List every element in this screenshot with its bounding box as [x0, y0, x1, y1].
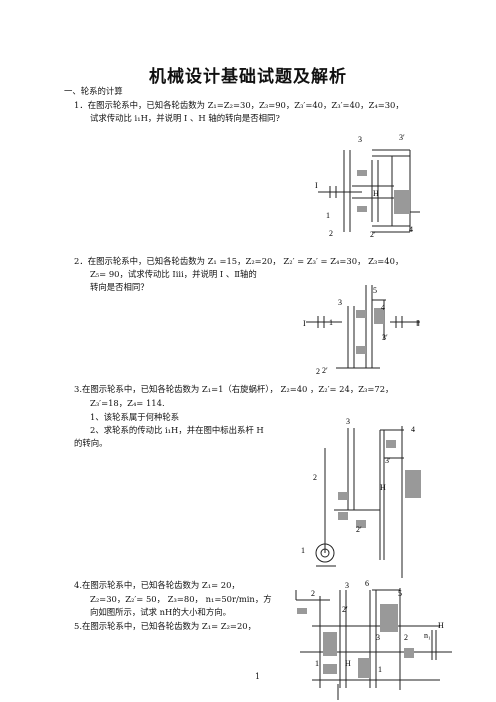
fig1-label-2: 2 — [329, 229, 333, 238]
q1-text-line1: 1．在图示轮系中，已知各轮齿数为 Z₁=Z₂=30，Z₃=90，Z₃′=40，Z… — [74, 100, 404, 110]
fig1-label-2p: 2′ — [370, 230, 376, 239]
q2-text-line1: 2．在图示轮系中，已知各轮齿数为 Z₁ =15，Z₂=20， Z₂′ = Z₃′… — [74, 256, 404, 266]
fig2-label-3: 3 — [338, 298, 342, 307]
fig4-label-6: 6 — [365, 579, 369, 588]
fig1-label-1: 1 — [326, 211, 330, 220]
fig2-label-1: 1 — [329, 318, 333, 327]
fig1-label-3p: 3′ — [399, 133, 405, 142]
fig4-label-3b: 3 — [376, 633, 380, 642]
fig2-label-5: 5 — [373, 286, 377, 295]
q3-text-line1: 3.在图示轮系中，已知各轮齿数为 Z₁=1（右旋蜗杆）， Z₂=40 ，Z₂′=… — [74, 384, 394, 394]
fig2-label-3p: 3′ — [382, 333, 388, 342]
q1-text-line2: 试求传动比 i₁H，并说明 I 、H 轴的转向是否相同? — [90, 113, 280, 123]
fig2-label-4: 4 — [381, 303, 385, 312]
fig4-label-H2: H — [345, 659, 351, 668]
fig3-label-H: H — [380, 483, 386, 492]
fig3-label-4: 4 — [411, 425, 415, 434]
q2-text-line3: 转向是否相同？ — [90, 282, 149, 292]
q4-text-line1: 4.在图示轮系中，已知各轮齿数为 Z₁= 20， — [74, 580, 240, 590]
fig2-label-II: Ⅱ — [416, 319, 420, 328]
q2-text-line2: Z₅= 90，试求传动比 Iⅰⅱ，并说明 I 、Ⅱ轴的 — [90, 269, 257, 279]
fig2-label-2p: 2′ — [322, 366, 328, 375]
q5-text-line1: 5.在图示轮系中，已知各轮齿数为 Z₁= Z₂=20， — [74, 621, 256, 631]
q3-text-line3: 1、该轮系属于何种轮系 — [90, 412, 180, 422]
fig4-label-1: 1 — [315, 659, 319, 668]
fig3-label-3: 3 — [346, 417, 350, 426]
q4-text-line2: Z₂=30，Z₂′= 50， Z₃=80， n₁=50r/min，方 — [90, 594, 272, 604]
fig3-label-3p: 3′ — [385, 456, 391, 465]
fig1-label-H: H — [373, 189, 379, 198]
fig3-label-1: 1 — [301, 546, 305, 555]
page-number: 1 — [255, 672, 261, 681]
fig3-label-2p: 2′ — [356, 525, 362, 534]
fig2-label-I: I — [303, 319, 306, 328]
fig4-label-3: 3 — [345, 581, 349, 590]
fig2-label-2: 2 — [316, 367, 320, 376]
q3-text-line5: 的转向。 — [74, 438, 108, 448]
fig4-label-n1: n₁ — [424, 631, 431, 640]
section-heading: 一、轮系的计算 — [64, 86, 123, 96]
fig4-label-5: 5 — [398, 589, 402, 598]
fig1-label-3: 3 — [358, 135, 362, 144]
fig4-label-2p: 2′ — [342, 605, 348, 614]
page-title: 机械设计基础试题及解析 — [149, 67, 347, 87]
fig4-label-H: H — [438, 621, 444, 630]
fig4-label-2b: 2 — [404, 633, 408, 642]
fig3-label-2: 2 — [313, 473, 317, 482]
q3-text-line2: Z₃′=18，Z₄= 114. — [90, 398, 165, 408]
q4-text-line3: 向如图所示，试求 nH的大小和方向。 — [90, 607, 231, 617]
fig1-label-I: I — [315, 181, 318, 190]
fig1-label-4: 4 — [409, 225, 413, 234]
fig4-label-2: 2 — [311, 589, 315, 598]
q3-text-line4: 2、求轮系的传动比 i₁H，并在图中标出系杆 H — [90, 425, 264, 435]
fig4-label-1b: 1 — [378, 665, 382, 674]
